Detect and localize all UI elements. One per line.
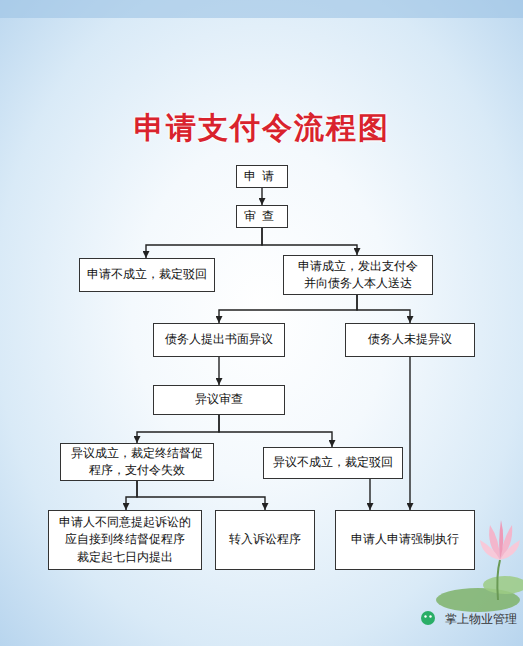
diagram-title: 申请支付令流程图 [0, 108, 523, 149]
flow-arrow [137, 481, 265, 510]
process-box: 债务人未提异议 [345, 323, 475, 357]
box-text: 转入诉讼程序 [229, 531, 301, 548]
process-box: 转入诉讼程序 [215, 510, 315, 570]
top-band [0, 0, 523, 18]
process-box: 审查 [236, 205, 288, 228]
box-text: 申请成立，发出支付令 并向债务人本人送达 [289, 258, 427, 293]
box-text: 异议不成立，裁定驳回 [273, 454, 393, 471]
process-box: 申请 [236, 165, 288, 188]
flow-arrow [369, 479, 370, 510]
flow-arrow [146, 228, 262, 258]
process-box: 异议不成立，裁定驳回 [263, 447, 403, 479]
box-text: 异议成立，裁定终结督促 程序，支付令失效 [66, 445, 208, 480]
box-text: 申请不成立，裁定驳回 [87, 266, 207, 283]
process-box: 债务人提出书面异议 [153, 323, 285, 357]
flow-arrow [219, 295, 357, 323]
flow-arrow [357, 295, 410, 323]
wechat-icon [421, 611, 435, 625]
box-text: 债务人未提异议 [368, 331, 452, 348]
process-box: 异议审查 [153, 385, 285, 415]
process-box: 申请人不同意提起诉讼的 应自接到终结督促程序 裁定起七日内提出 [48, 510, 202, 570]
watermark-text: 掌上物业管理 [445, 611, 517, 628]
process-box: 异议成立，裁定终结督促 程序，支付令失效 [60, 443, 214, 481]
process-box: 申请人申请强制执行 [335, 510, 475, 570]
box-text: 异议审查 [195, 391, 243, 408]
process-box: 申请成立，发出支付令 并向债务人本人送达 [283, 255, 433, 295]
box-text: 债务人提出书面异议 [165, 331, 273, 348]
box-text: 申请人申请强制执行 [351, 531, 459, 548]
process-box: 申请不成立，裁定驳回 [79, 258, 215, 292]
flow-arrow [126, 481, 137, 510]
box-text: 申请 [244, 168, 280, 185]
flow-arrow [137, 415, 219, 443]
flow-arrow [218, 357, 219, 385]
box-text: 审查 [244, 208, 280, 225]
flow-arrow [261, 188, 262, 205]
box-text: 申请人不同意提起诉讼的 应自接到终结督促程序 裁定起七日内提出 [54, 514, 196, 566]
flow-arrow [262, 228, 357, 255]
flow-arrow [409, 357, 410, 510]
flow-arrow [219, 415, 332, 447]
